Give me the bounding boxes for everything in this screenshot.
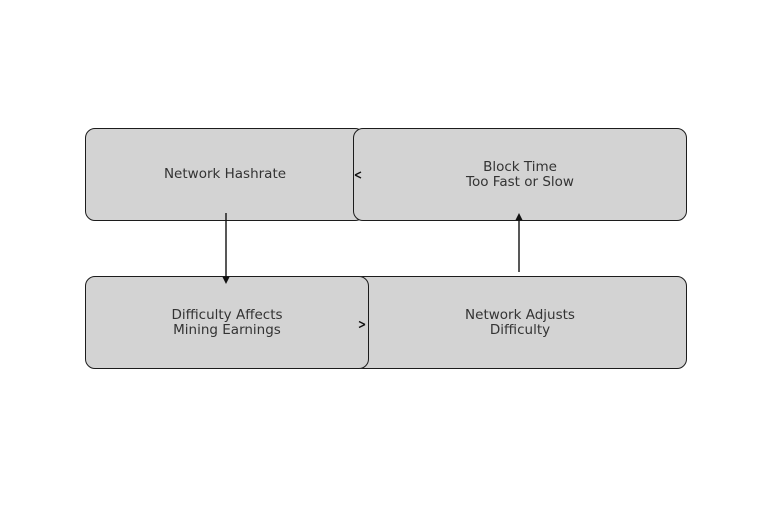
node-difficulty-affects-label-line1: Difficulty Affects — [171, 306, 283, 323]
node-block-time-text: Block Time Too Fast or Slow — [466, 158, 574, 190]
node-network-hashrate: Network Hashrate — [85, 128, 365, 221]
node-network-adjusts-label-line2: Difficulty — [489, 321, 551, 338]
node-network-adjusts-label-line1: Network Adjusts — [465, 306, 575, 323]
node-block-time-label-line2: Too Fast or Slow — [466, 173, 574, 190]
node-difficulty-affects-text: Difficulty Affects Mining Earnings — [171, 306, 283, 338]
edge-network-adjusts-to-block-time — [515, 213, 523, 272]
edge-hashrate-to-difficulty-affects — [222, 213, 230, 284]
node-block-time-label-line1: Block Time — [483, 158, 557, 175]
node-difficulty-affects-label-line2: Mining Earnings — [173, 321, 281, 338]
node-network-adjusts: Network Adjusts Difficulty — [353, 276, 687, 369]
node-block-time: Block Time Too Fast or Slow — [353, 128, 687, 221]
node-difficulty-affects: Difficulty Affects Mining Earnings — [85, 276, 369, 369]
node-network-adjusts-text: Network Adjusts Difficulty — [465, 306, 575, 338]
node-network-hashrate-text: Network Hashrate — [164, 167, 286, 182]
node-network-hashrate-label-line1: Network Hashrate — [163, 166, 287, 182]
